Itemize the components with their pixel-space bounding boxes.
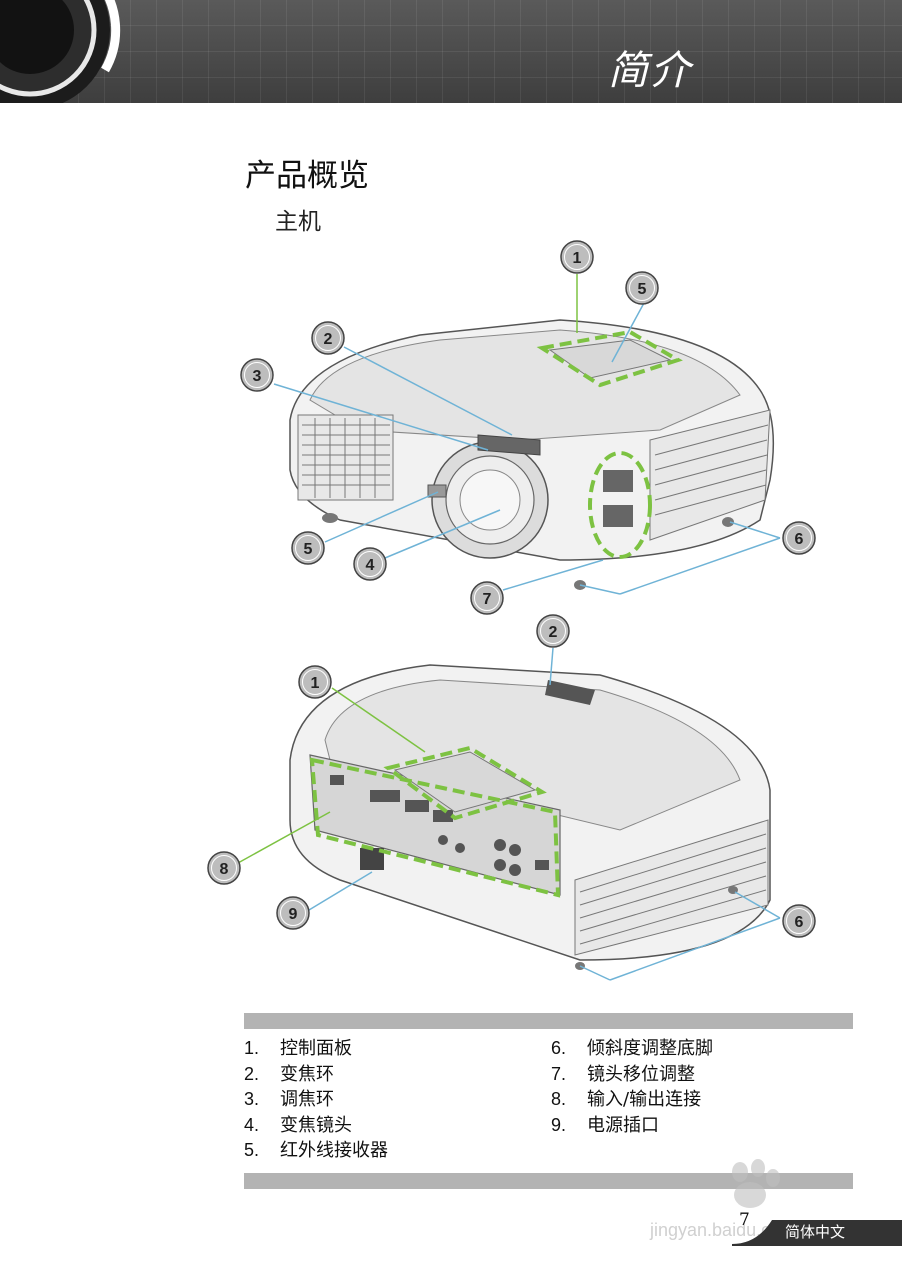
svg-text:2: 2 <box>324 331 333 348</box>
svg-text:5: 5 <box>304 541 313 558</box>
footer-language-label: 简体中文 <box>785 1223 846 1241</box>
footer-language-tab <box>732 1220 902 1246</box>
callout-8: 8 <box>207 851 241 885</box>
page-number: 7 <box>739 1210 750 1230</box>
rear-callouts: 1 2 6 8 9 <box>207 614 816 938</box>
chapter-title: 简介 <box>608 48 692 94</box>
watermark-url: jingyan.baidu.com <box>650 1220 796 1240</box>
legend-item: 2.变焦环 <box>244 1063 334 1085</box>
legend-column-left: 1.控制面板 2.变焦环 3.调焦环 4.变焦镜头 5.红外线接收器 <box>244 1034 388 1162</box>
legend-item: 6.倾斜度调整底脚 <box>551 1038 713 1059</box>
callout-7: 7 <box>470 581 504 615</box>
projector-rear-illustration <box>289 664 771 970</box>
callout-5-left: 5 <box>291 531 325 565</box>
legend-top-bar <box>244 1013 853 1029</box>
legend-item: 7.镜头移位调整 <box>551 1063 695 1085</box>
legend-column-right: 6.倾斜度调整底脚 7.镜头移位调整 8.输入/输出连接 9.电源插口 <box>551 1034 713 1136</box>
lens-graphic <box>0 0 121 103</box>
parts-legend: 1.控制面板 2.变焦环 3.调焦环 4.变焦镜头 5.红外线接收器 6.倾斜度… <box>244 1034 853 1170</box>
subsection-title: 主机 <box>275 209 321 235</box>
chapter-header-banner: 简介 <box>0 0 902 103</box>
callout-1: 1 <box>560 240 594 274</box>
legend-item: 4.变焦镜头 <box>244 1114 352 1136</box>
legend-bottom-bar <box>244 1173 853 1189</box>
legend-item: 1.控制面板 <box>244 1038 352 1059</box>
svg-text:9: 9 <box>289 906 298 923</box>
svg-text:8: 8 <box>220 861 229 878</box>
callout-3: 3 <box>240 358 274 392</box>
callout-9: 9 <box>276 896 310 930</box>
callout-2-rear: 2 <box>536 614 570 648</box>
svg-text:6: 6 <box>795 914 804 931</box>
svg-text:1: 1 <box>573 250 582 267</box>
svg-text:5: 5 <box>638 281 647 298</box>
front-leader-lines <box>273 274 781 595</box>
legend-item: 9.电源插口 <box>551 1114 659 1136</box>
svg-text:3: 3 <box>253 368 262 385</box>
legend-item: 5.红外线接收器 <box>244 1140 388 1161</box>
svg-text:1: 1 <box>311 675 320 692</box>
callout-1-rear: 1 <box>298 665 332 699</box>
svg-text:4: 4 <box>366 557 375 574</box>
callout-2: 2 <box>311 321 345 355</box>
rear-leader-lines <box>237 647 781 981</box>
callout-6: 6 <box>782 521 816 555</box>
svg-text:6: 6 <box>795 531 804 548</box>
section-title: 产品概览 <box>245 158 369 194</box>
front-callouts: 1 2 3 4 5 5 6 7 <box>240 240 816 615</box>
callout-6-rear: 6 <box>782 904 816 938</box>
legend-item: 3.调焦环 <box>244 1089 334 1110</box>
svg-text:2: 2 <box>549 624 558 641</box>
callout-5-top: 5 <box>625 271 659 305</box>
callout-4: 4 <box>353 547 387 581</box>
projector-front-illustration <box>289 319 775 590</box>
legend-item: 8.输入/输出连接 <box>551 1089 702 1110</box>
header-grid-texture <box>0 0 902 103</box>
svg-text:7: 7 <box>483 591 492 608</box>
projector-diagram: 1 2 3 4 5 5 6 7 <box>207 240 816 981</box>
baidu-watermark-logo <box>732 1159 780 1208</box>
